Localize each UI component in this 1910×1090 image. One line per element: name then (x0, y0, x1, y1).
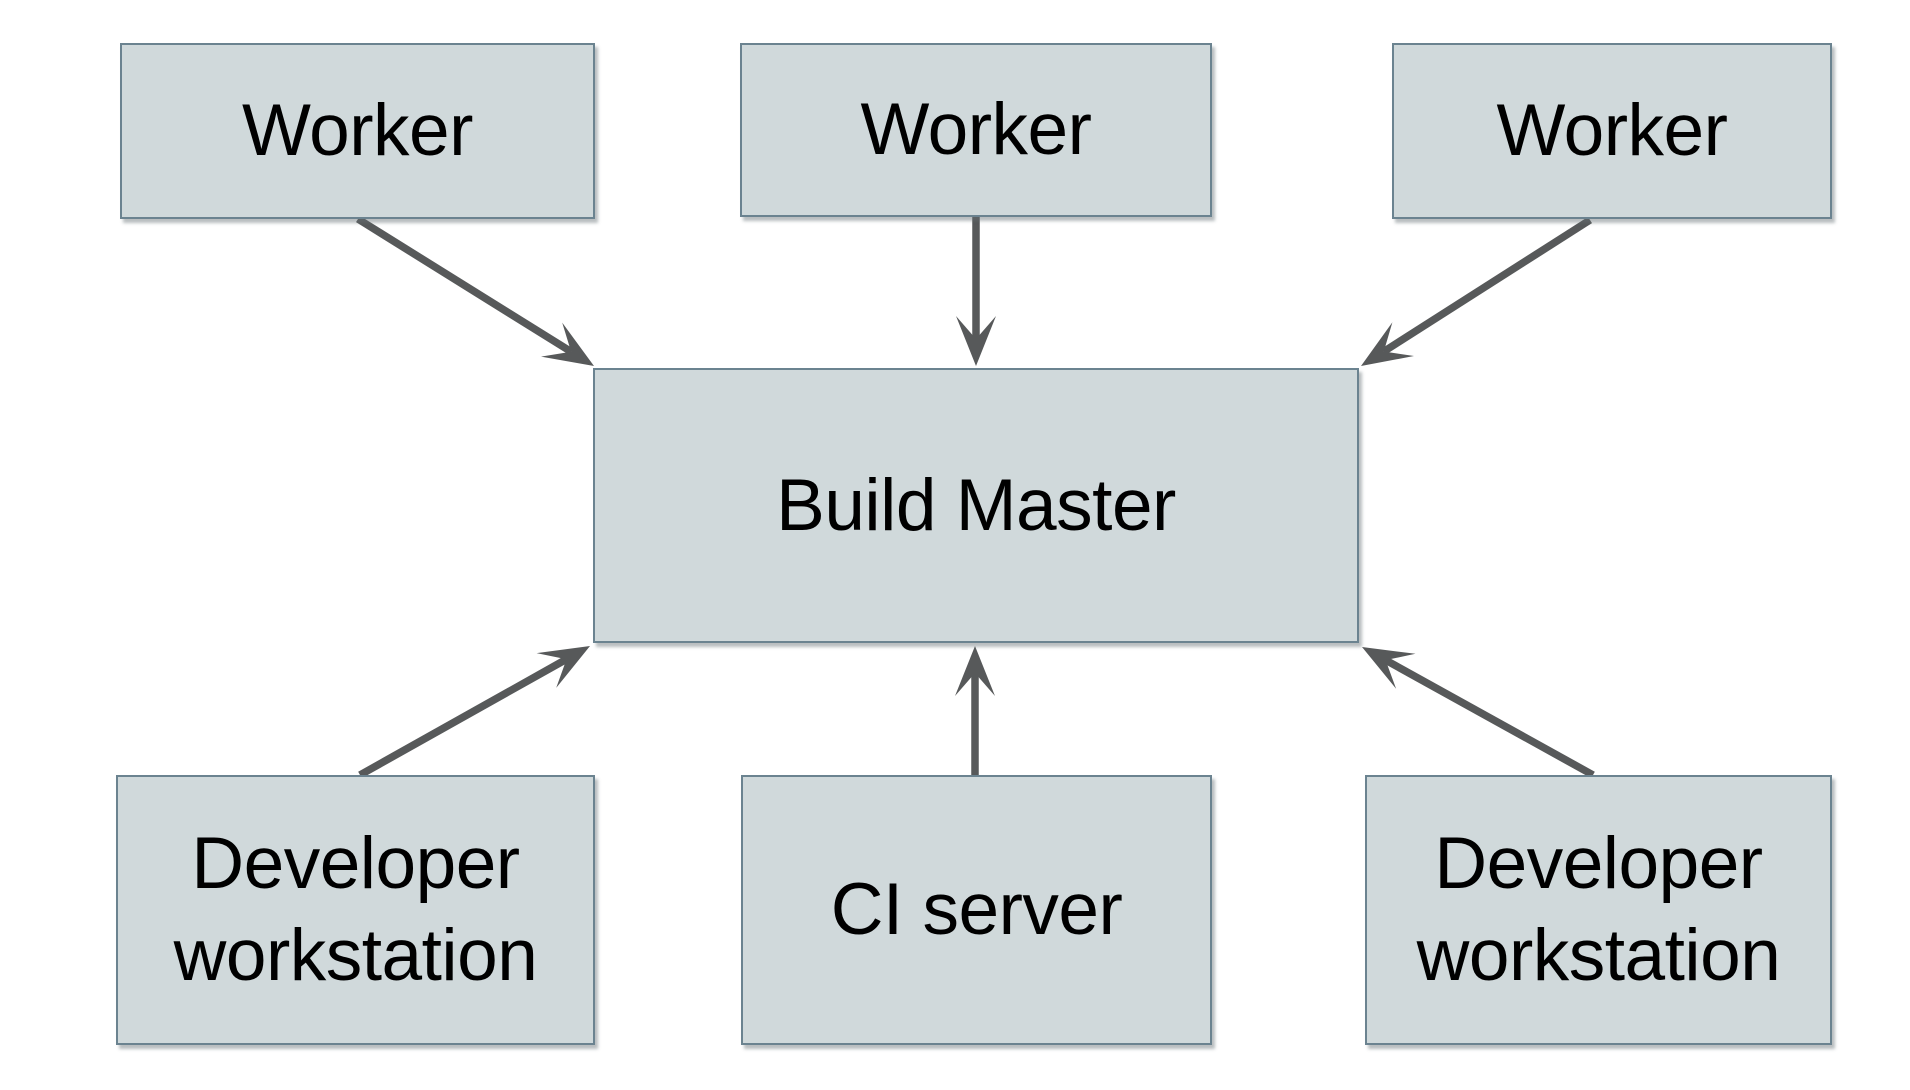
node-worker-1-label: Worker (242, 90, 473, 172)
arrow-ci-server-to-build-master (955, 646, 995, 775)
node-ci-server: CI server (741, 775, 1212, 1045)
arrowhead-icon (956, 316, 996, 366)
node-worker-3: Worker (1392, 43, 1832, 219)
arrow-line (1381, 216, 1593, 355)
arrowhead-icon (1361, 322, 1414, 366)
arrowhead-icon (1362, 647, 1416, 689)
node-developer-workstation-left-label: Developer workstation (173, 823, 538, 996)
node-developer-workstation-left: Developer workstation (116, 775, 595, 1045)
node-worker-1: Worker (120, 43, 595, 219)
arrow-dev-left-to-build-master (358, 646, 590, 779)
node-developer-workstation-right: Developer workstation (1365, 775, 1832, 1045)
arrow-line (356, 215, 574, 355)
arrowhead-icon (541, 322, 594, 366)
arrowhead-icon (536, 646, 590, 688)
arrowhead-icon (955, 646, 995, 696)
arrow-worker-right-to-build-master (1361, 216, 1593, 366)
node-build-master: Build Master (593, 368, 1359, 643)
node-build-master-label: Build Master (776, 464, 1176, 546)
arrow-line (358, 655, 569, 779)
node-worker-2-label: Worker (860, 89, 1092, 171)
node-worker-3-label: Worker (1496, 90, 1728, 172)
node-ci-server-label: CI server (830, 869, 1123, 951)
node-developer-workstation-right-label: Developer workstation (1416, 823, 1781, 996)
arrow-worker-middle-to-build-master (956, 216, 996, 366)
arrow-line (1383, 656, 1595, 779)
arrow-worker-left-to-build-master (356, 215, 594, 366)
arrow-dev-right-to-build-master (1362, 647, 1595, 779)
node-worker-2: Worker (740, 43, 1212, 217)
